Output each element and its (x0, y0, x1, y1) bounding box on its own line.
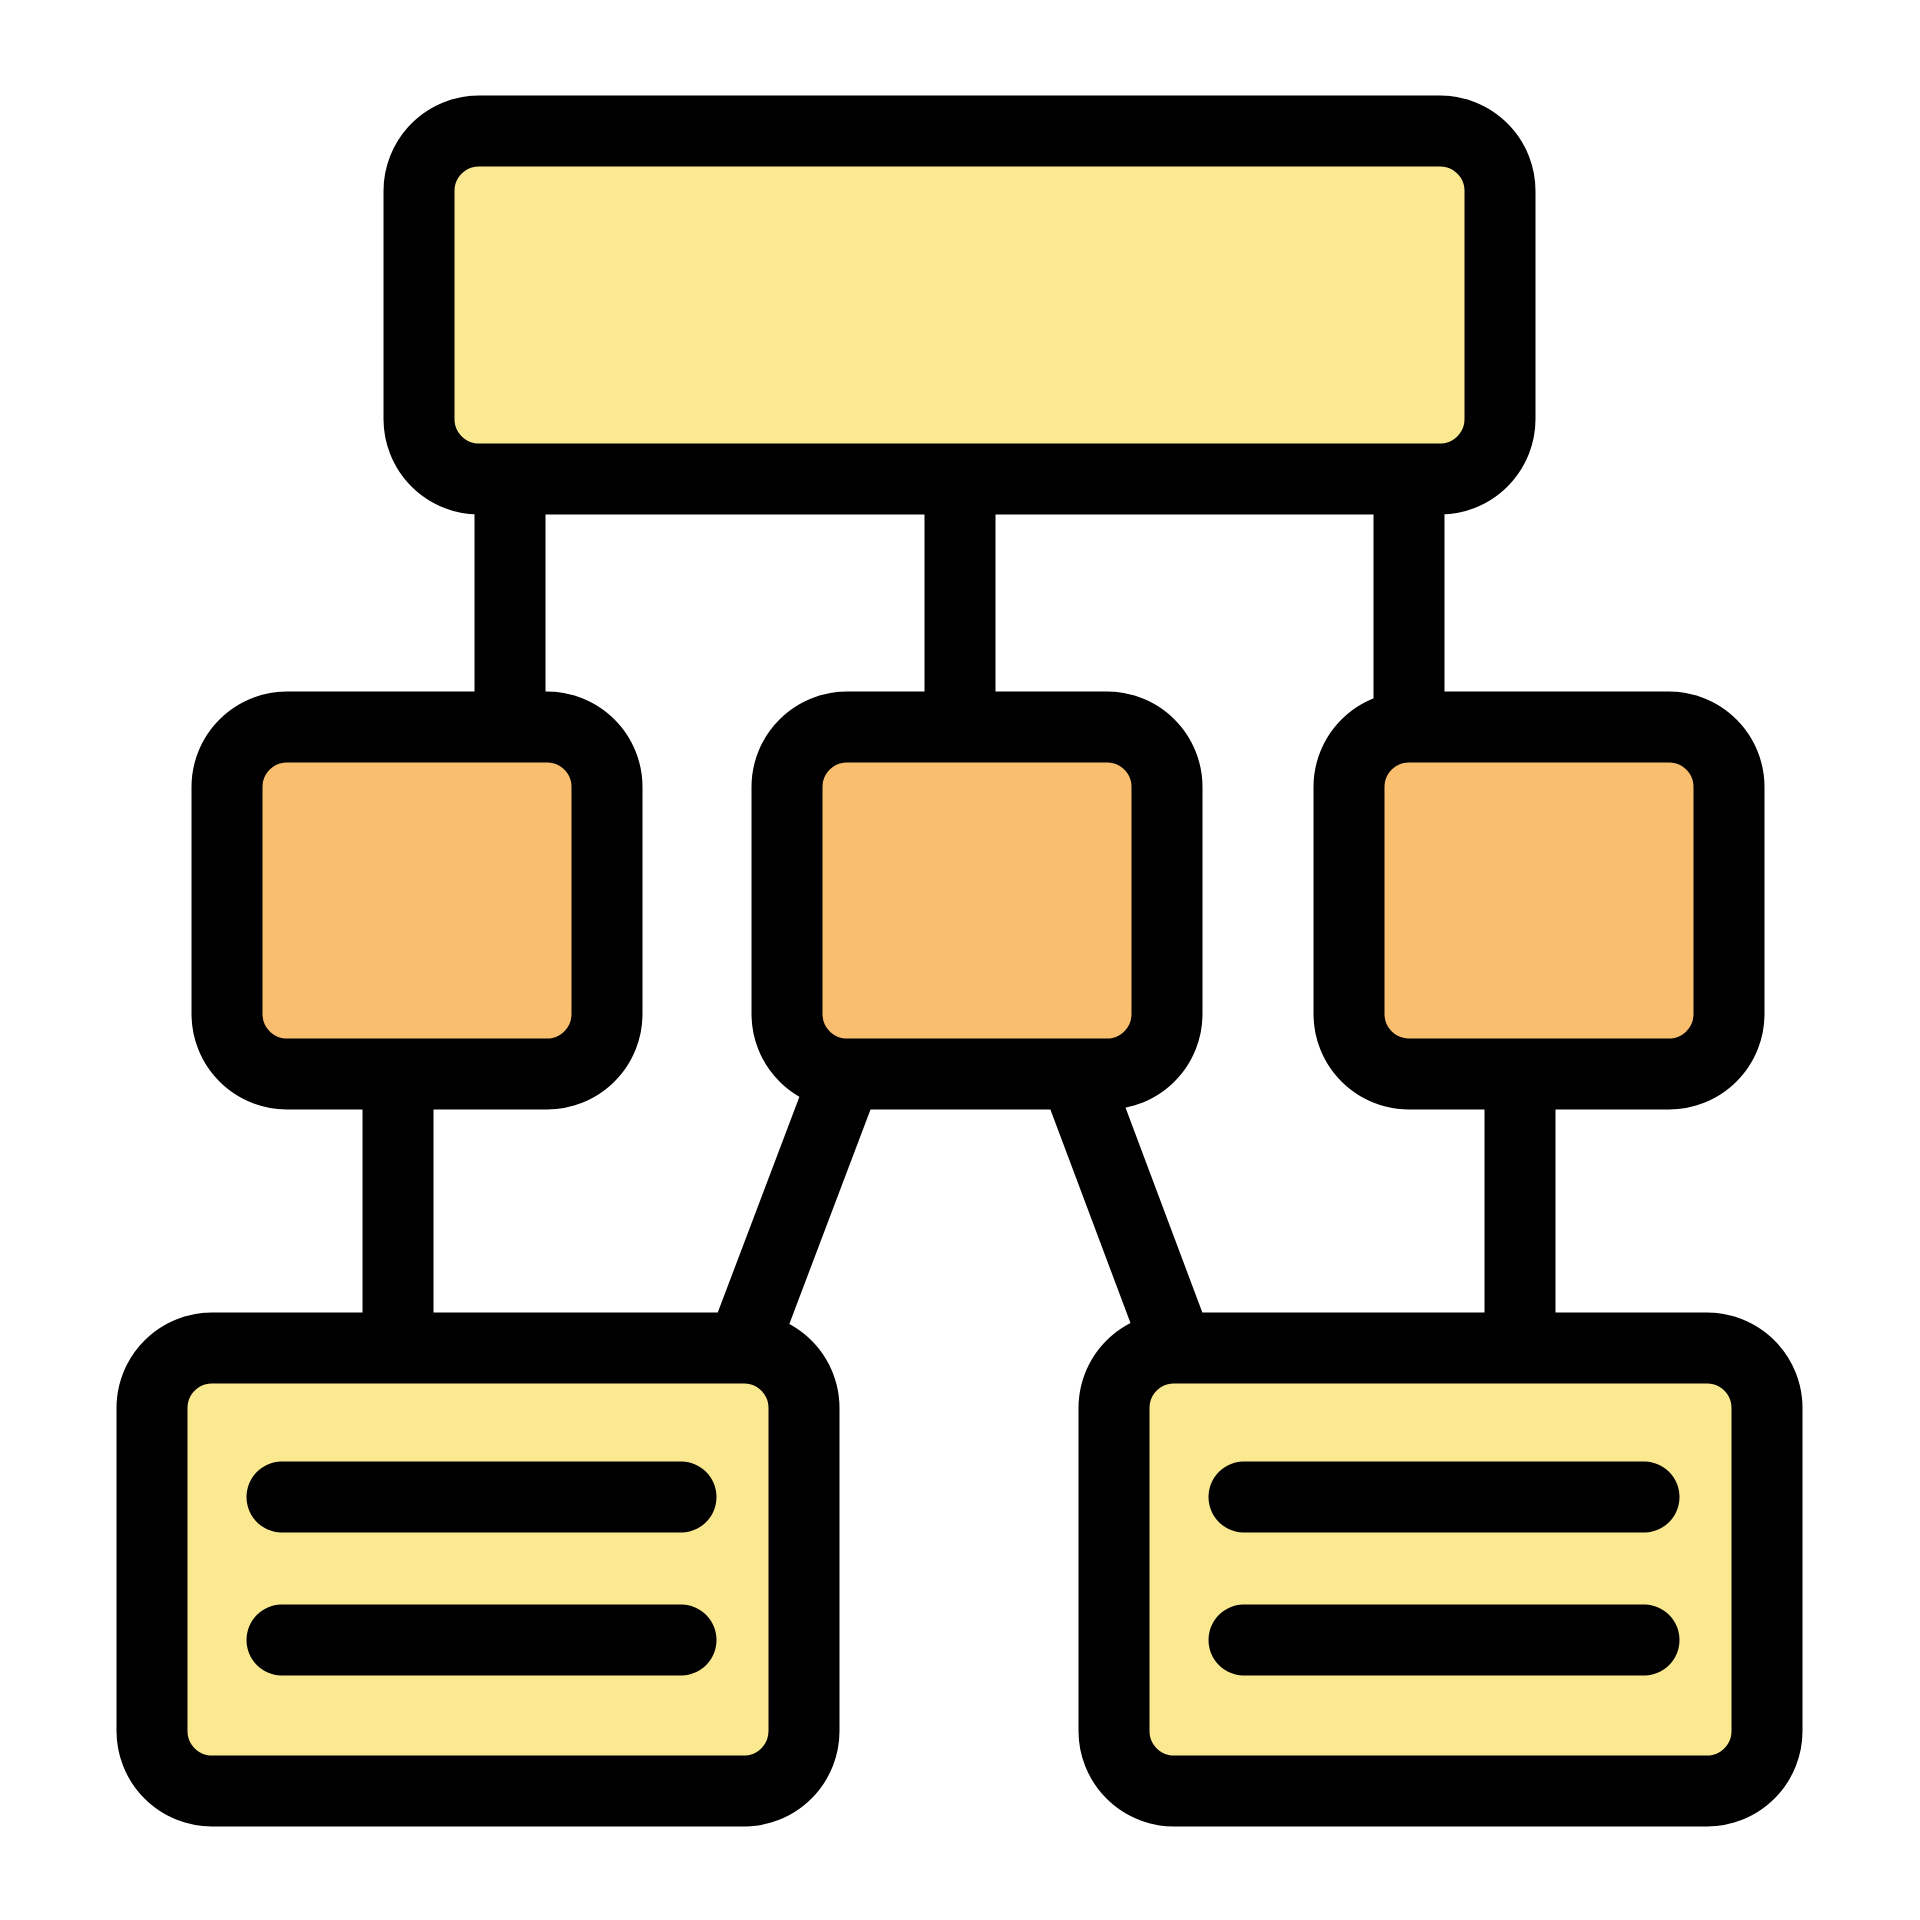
node-middle-center (751, 691, 1203, 1110)
node-box-bottom-left (116, 1312, 840, 1827)
node-box-bottom-right (1078, 1312, 1803, 1827)
node-box-top (383, 95, 1536, 515)
node-bottom-right (1078, 1312, 1803, 1827)
node-top (383, 95, 1536, 515)
node-bottom-left (116, 1312, 840, 1827)
connector-middle-center-to-bottom-right (1041, 1061, 1214, 1367)
node-box-middle-right (1313, 691, 1765, 1110)
node-middle-right (1313, 691, 1765, 1110)
connector-middle-center-to-bottom-left (706, 1061, 880, 1367)
diagram-nodes (116, 95, 1803, 1827)
node-middle-left (191, 691, 643, 1110)
node-box-middle-center (751, 691, 1203, 1110)
node-box-middle-left (191, 691, 643, 1110)
connector-lines (362, 479, 1556, 1367)
